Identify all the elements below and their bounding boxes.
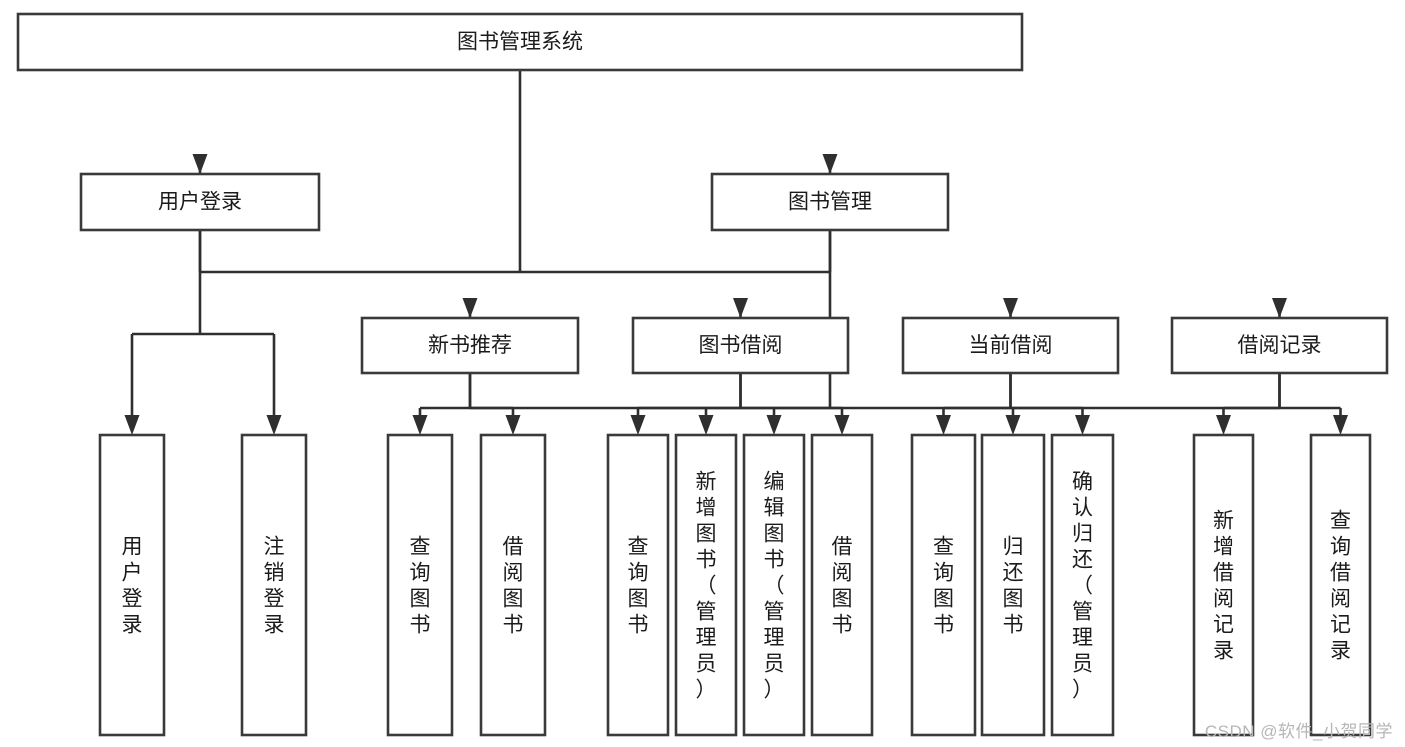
node-leaf-add-book-box[interactable] [674,433,738,737]
node-leaf-query-record-box[interactable] [1309,433,1372,737]
node-book-manage[interactable]: 图书管理 [710,172,950,232]
node-leaf-borrow-book-2[interactable]: 借阅图书 [810,433,874,737]
node-leaf-edit-book-box[interactable] [742,433,806,737]
arrow-head-icon [936,415,951,435]
node-leaf-query-book-1-box[interactable] [386,433,454,737]
arrow-head-icon [630,415,646,435]
node-book-borrow-label: 图书借阅 [699,334,783,357]
node-leaf-query-book-3[interactable]: 查询图书 [910,433,977,737]
node-book-borrow[interactable]: 图书借阅 [631,316,850,375]
node-current-borrow-box[interactable] [901,316,1120,375]
node-leaf-query-book-3-box[interactable] [910,433,977,737]
node-current-borrow-label: 当前借阅 [969,334,1053,357]
node-leaf-add-book[interactable]: 新增图书（管理员） [674,433,738,737]
arrow-head-icon [834,415,850,435]
arrow-head-icon [505,415,521,435]
arrow-head-icon [1005,415,1021,435]
node-leaf-user-logout-box[interactable] [240,433,308,737]
node-current-borrow[interactable]: 当前借阅 [901,316,1120,375]
node-leaf-user-login-box[interactable] [98,433,166,737]
arrow-head-icon [1216,415,1231,435]
node-new-book-rec[interactable]: 新书推荐 [360,316,580,375]
node-root[interactable]: 图书管理系统 [16,12,1024,72]
node-new-book-rec-label: 新书推荐 [428,334,512,357]
node-borrow-record-label: 借阅记录 [1238,334,1322,357]
node-leaf-query-book-3-label: 查询图书 [933,535,954,636]
node-leaf-query-book-2[interactable]: 查询图书 [606,433,670,737]
node-leaf-return-book[interactable]: 归还图书 [980,433,1046,737]
node-book-manage-label: 图书管理 [788,191,872,214]
node-root-box[interactable] [16,12,1024,72]
node-user-login[interactable]: 用户登录 [79,172,321,232]
node-leaf-borrow-book-2-label: 借阅图书 [832,535,853,636]
node-borrow-record-box[interactable] [1170,316,1389,375]
node-leaf-query-book-2-label: 查询图书 [628,535,649,636]
node-leaf-borrow-book-1[interactable]: 借阅图书 [479,433,547,737]
node-leaf-return-book-label: 归还图书 [1003,535,1024,636]
node-root-label: 图书管理系统 [457,31,583,54]
node-leaf-confirm-return-box[interactable] [1050,433,1115,737]
arrow-head-icon [1333,415,1348,435]
node-leaf-edit-book-label: 编辑图书（管理员） [764,470,785,701]
node-leaf-confirm-return[interactable]: 确认归还（管理员） [1050,433,1115,737]
node-leaf-query-record-label: 查询借阅记录 [1330,509,1351,662]
node-leaf-query-book-1-label: 查询图书 [410,535,431,636]
node-new-book-rec-box[interactable] [360,316,580,375]
node-leaf-query-book-2-box[interactable] [606,433,670,737]
arrow-head-icon [733,298,748,318]
node-leaf-borrow-book-1-label: 借阅图书 [503,535,524,636]
node-user-login-label: 用户登录 [158,191,242,214]
node-leaf-borrow-book-2-box[interactable] [810,433,874,737]
node-leaf-user-logout-label: 注销登录 [264,535,285,636]
node-leaf-return-book-box[interactable] [980,433,1046,737]
arrow-head-icon [1272,298,1287,318]
arrow-head-icon [266,415,282,435]
node-leaf-edit-book[interactable]: 编辑图书（管理员） [742,433,806,737]
node-book-borrow-box[interactable] [631,316,850,375]
node-leaf-borrow-book-1-box[interactable] [479,433,547,737]
node-leaf-user-login-label: 用户登录 [122,535,143,636]
node-user-login-box[interactable] [79,172,321,232]
node-leaf-query-book-1[interactable]: 查询图书 [386,433,454,737]
arrow-head-icon [192,154,208,174]
node-book-manage-box[interactable] [710,172,950,232]
node-leaf-confirm-return-label: 确认归还（管理员） [1072,470,1093,701]
node-leaf-add-record[interactable]: 新增借阅记录 [1192,433,1255,737]
node-leaf-query-record[interactable]: 查询借阅记录 [1309,433,1372,737]
arrow-head-icon [822,154,838,174]
arrow-head-icon [1075,415,1090,435]
diagram-nodes: 图书管理系统用户登录图书管理新书推荐图书借阅当前借阅借阅记录用户登录注销登录查询… [16,12,1389,737]
arrow-head-icon [1003,298,1018,318]
node-leaf-user-logout[interactable]: 注销登录 [240,433,308,737]
node-leaf-user-login[interactable]: 用户登录 [98,433,166,737]
connector-edges [124,70,1348,435]
node-leaf-add-record-box[interactable] [1192,433,1255,737]
arrow-head-icon [412,415,428,435]
arrow-head-icon [766,415,782,435]
node-leaf-add-record-label: 新增借阅记录 [1213,509,1234,662]
node-borrow-record[interactable]: 借阅记录 [1170,316,1389,375]
arrow-head-icon [698,415,714,435]
node-leaf-add-book-label: 新增图书（管理员） [696,470,717,701]
arrow-head-icon [124,415,140,435]
arrow-head-icon [462,298,478,318]
